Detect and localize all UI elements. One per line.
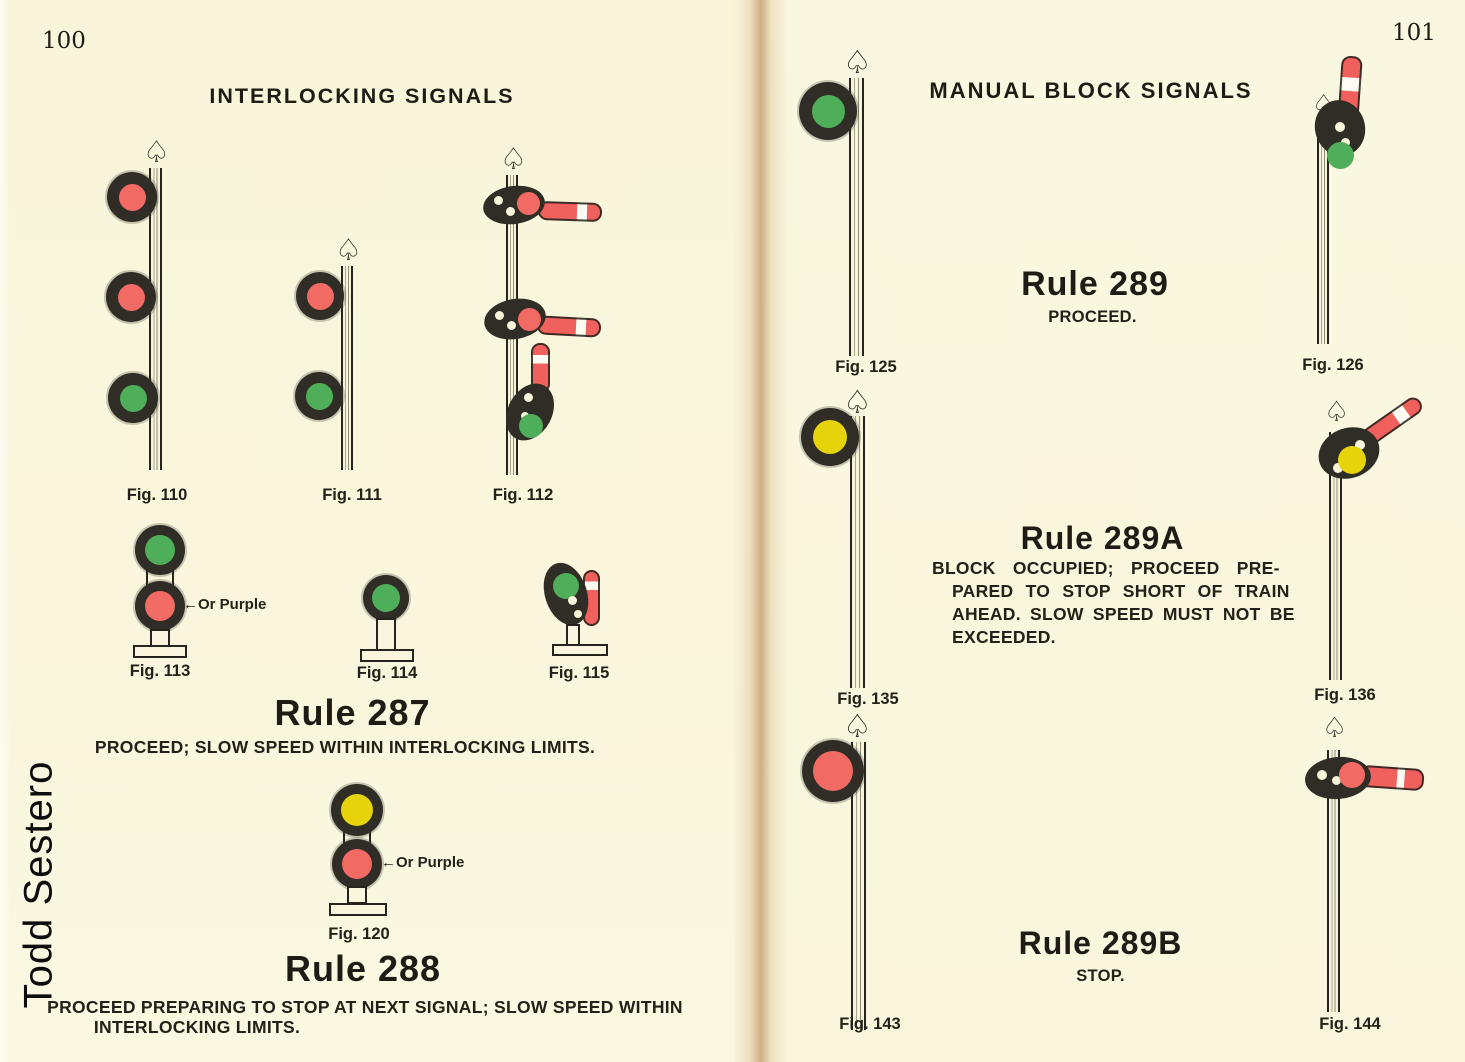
or-purple-label: ←Or Purple <box>381 854 465 871</box>
rule-289b-text: STOP. <box>1076 967 1125 985</box>
dwarf-post <box>376 618 396 651</box>
red-light <box>332 839 382 889</box>
signal-pole <box>849 78 864 356</box>
figure-caption: Fig. 110 <box>126 486 188 504</box>
figure-caption: Fig. 136 <box>1314 686 1376 704</box>
green-light <box>363 575 409 621</box>
head-hole <box>494 196 503 205</box>
rule-288-text-line1: PROCEED PREPARING TO STOP AT NEXT SIGNAL… <box>47 997 683 1017</box>
figure-caption: Fig. 135 <box>837 690 899 708</box>
green-lens <box>519 414 543 438</box>
rule-289a-text-line1: BLOCK OCCUPIED; PROCEED PRE- <box>932 558 1280 578</box>
finial-icon: ♤ <box>1324 395 1350 428</box>
figure-caption: Fig. 113 <box>129 662 191 680</box>
green-lens <box>553 573 579 599</box>
head-hole <box>1332 776 1341 785</box>
figure-caption: Fig. 111 <box>322 486 382 504</box>
rule-289a-title: Rule 289A <box>1020 520 1185 556</box>
scan-left-edge <box>0 0 10 1062</box>
dwarf-base <box>133 645 187 658</box>
yellow-light <box>801 408 859 466</box>
finial-icon: ♤ <box>500 142 527 177</box>
rule-288-title: Rule 288 <box>284 948 442 989</box>
or-purple-label: ←Or Purple <box>183 596 267 613</box>
dwarf-post <box>566 624 580 646</box>
green-light <box>108 373 158 423</box>
finial-icon: ♤ <box>1322 711 1348 744</box>
signal-pole <box>1327 750 1340 1012</box>
figure-caption: Fig. 125 <box>835 358 897 376</box>
dwarf-base <box>360 649 414 662</box>
page-number-right: 101 <box>1392 20 1436 46</box>
red-lens <box>1339 762 1365 788</box>
signal-pole <box>341 266 353 470</box>
red-light <box>802 740 864 802</box>
dwarf-base <box>552 644 608 656</box>
red-lens <box>518 308 541 331</box>
signal-pole <box>1317 122 1329 344</box>
figure-caption: Fig. 114 <box>356 664 418 682</box>
rule-287-text: PROCEED; SLOW SPEED WITHIN INTERLOCKING … <box>94 737 596 757</box>
rule-289a-text-line3: AHEAD. SLOW SPEED MUST NOT BE <box>952 604 1295 624</box>
rule-289-text: PROCEED. <box>1048 308 1137 326</box>
head-hole <box>507 321 516 330</box>
figure-caption: Fig. 143 <box>839 1015 901 1033</box>
green-light <box>799 82 857 140</box>
green-light <box>135 525 185 575</box>
figure-caption: Fig. 120 <box>328 925 390 943</box>
head-hole <box>568 596 577 605</box>
rule-287-title: Rule 287 <box>274 692 431 733</box>
rule-289-title: Rule 289 <box>1021 265 1169 303</box>
rule-288-text-line2: INTERLOCKING LIMITS. <box>93 1017 301 1037</box>
head-hole <box>1333 463 1343 473</box>
figure-caption: Fig. 115 <box>548 664 610 682</box>
semaphore-arm-horizontal <box>536 315 602 338</box>
head-hole <box>1317 770 1327 780</box>
dwarf-post <box>347 886 367 904</box>
rule-289a-text-line2: PARED TO STOP SHORT OF TRAIN <box>952 581 1290 601</box>
finial-icon: ♤ <box>843 383 872 421</box>
red-light <box>106 272 156 322</box>
figure-caption: Fig. 112 <box>492 486 554 504</box>
red-light <box>296 272 344 320</box>
green-light <box>295 372 343 420</box>
signal-pole <box>851 742 866 1030</box>
semaphore-arm-horizontal <box>537 200 603 223</box>
red-light <box>107 172 157 222</box>
yellow-lens <box>1338 446 1366 474</box>
finial-icon: ♤ <box>335 233 362 268</box>
signal-pole <box>1329 432 1342 680</box>
page-number-left: 100 <box>42 28 86 54</box>
head-hole <box>1355 440 1365 450</box>
right-page-heading: MANUAL BLOCK SIGNALS <box>929 78 1253 103</box>
signal-pole <box>850 416 865 688</box>
left-page-heading: INTERLOCKING SIGNALS <box>209 84 515 108</box>
rule-289b-title: Rule 289B <box>1018 925 1183 961</box>
dwarf-base <box>329 903 387 916</box>
figure-caption: Fig. 126 <box>1302 356 1364 374</box>
green-lens <box>1327 142 1354 169</box>
red-lens <box>517 192 540 215</box>
head-hole <box>1335 122 1345 132</box>
yellow-light <box>331 784 383 836</box>
finial-icon: ♤ <box>843 43 872 81</box>
finial-icon: ♤ <box>143 135 170 170</box>
finial-icon: ♤ <box>843 707 872 745</box>
head-hole <box>495 311 504 320</box>
red-light <box>135 581 185 631</box>
figure-caption: Fig. 144 <box>1319 1015 1381 1033</box>
rule-289a-text-line4: EXCEEDED. <box>952 627 1056 647</box>
head-hole <box>574 610 582 618</box>
page-gutter-shadow <box>733 0 789 1062</box>
watermark: Todd Sestero <box>16 760 61 1008</box>
head-hole <box>506 207 515 216</box>
head-hole <box>524 393 533 402</box>
